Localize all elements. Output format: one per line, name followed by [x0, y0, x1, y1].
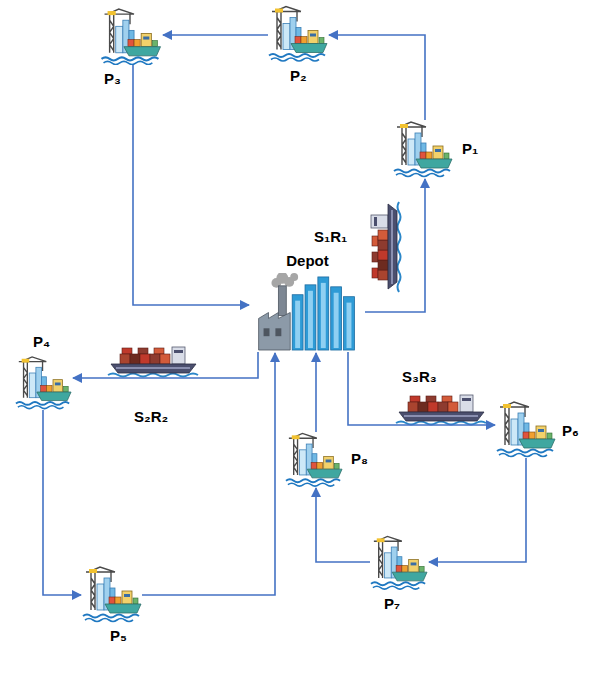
port-node: P₂ [268, 5, 328, 62]
port-icon [83, 567, 141, 622]
port-icon [268, 5, 328, 62]
depot-node: Depot [250, 252, 365, 352]
ship-icon [371, 202, 401, 292]
node-label: P₂ [290, 67, 307, 85]
route-arrow [429, 458, 526, 562]
node-label: P₅ [110, 627, 127, 645]
node-label: P₇ [384, 595, 400, 613]
port-node: P₈ [285, 432, 343, 487]
route-arrow [329, 35, 425, 120]
route-arrow [316, 488, 370, 562]
route-arrow [365, 179, 425, 312]
port-icon [16, 357, 71, 409]
port-icon [82, 565, 142, 623]
ship-icon [108, 347, 198, 377]
port-node: P₅ [82, 565, 142, 623]
node-label: P₆ [562, 422, 579, 440]
port-icon [497, 402, 555, 457]
port-node: P₁ [393, 120, 453, 178]
port-icon [269, 7, 327, 62]
port-icon [371, 536, 427, 589]
route-arrow [133, 65, 249, 305]
factory-icon [259, 273, 355, 350]
port-node: P₄ [15, 355, 72, 410]
factory-icon [250, 273, 365, 352]
route-arrow [73, 352, 258, 378]
ship-icon [396, 395, 486, 425]
node-label: P₄ [33, 333, 50, 351]
node-label: P₁ [462, 140, 478, 158]
port-node: P₆ [496, 400, 556, 458]
route-arrow [315, 353, 317, 432]
port-icon [394, 122, 452, 177]
port-icon [100, 8, 162, 65]
port-icon [393, 120, 453, 178]
node-label: P₈ [351, 450, 368, 468]
route-arrow [163, 34, 268, 36]
port-icon [286, 433, 342, 486]
port-node: P₇ [370, 535, 428, 590]
route-arrow [43, 410, 81, 595]
port-icon [101, 9, 160, 64]
route-label: S₂R₂ [132, 408, 170, 426]
node-label: Depot [250, 252, 365, 270]
route-arrow [142, 353, 275, 595]
route-label: S₁R₁ [312, 228, 349, 246]
port-icon [370, 535, 428, 590]
route-arrow [348, 352, 495, 425]
port-icon [15, 355, 72, 410]
node-label: P₃ [104, 70, 121, 88]
port-icon [496, 400, 556, 458]
port-icon [285, 432, 343, 487]
route-label: S₃R₃ [400, 368, 439, 386]
port-node: P₃ [100, 8, 162, 65]
